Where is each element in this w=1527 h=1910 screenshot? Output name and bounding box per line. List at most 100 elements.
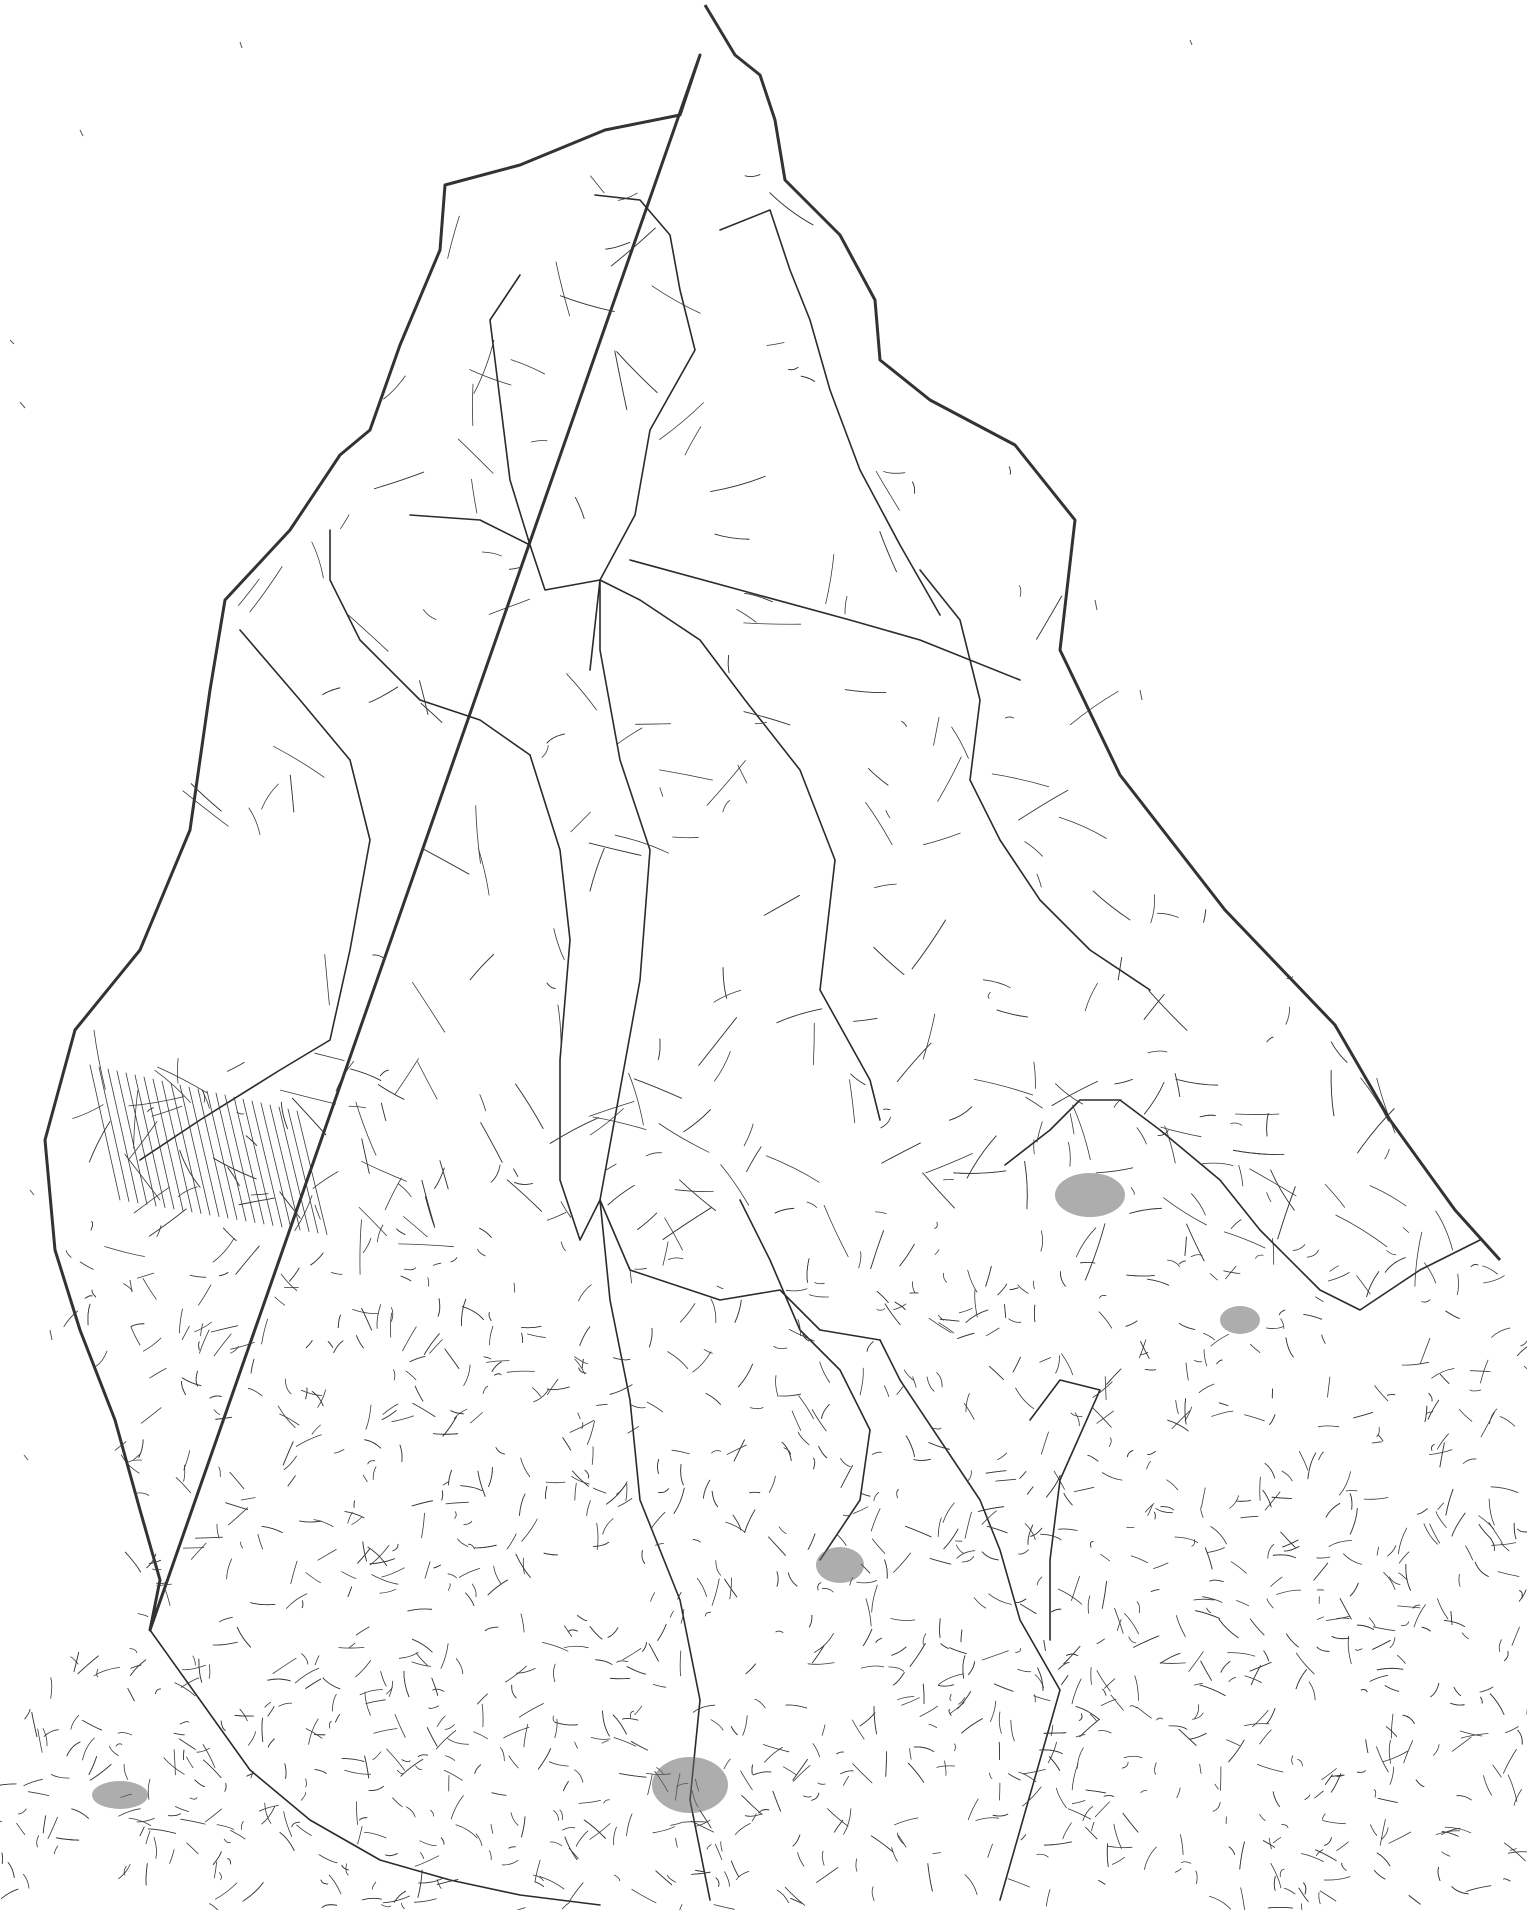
- parcel-line: [1357, 1108, 1395, 1154]
- parcel-line: [414, 1855, 440, 1867]
- parcel-line: [1295, 1652, 1315, 1675]
- parcel-line: [1238, 1165, 1244, 1187]
- parcel-line: [629, 1710, 635, 1718]
- parcel-line: [655, 1543, 664, 1546]
- parcel-line: [228, 1507, 248, 1526]
- parcel-line: [1286, 976, 1294, 980]
- parcel-line: [1490, 1538, 1495, 1551]
- parcel-line: [1451, 1886, 1469, 1895]
- parcel-line: [533, 1874, 544, 1882]
- parcel-line: [659, 787, 664, 797]
- parcel-line: [1284, 1887, 1296, 1895]
- parcel-line: [520, 1613, 525, 1633]
- parcel-line: [1199, 1763, 1202, 1774]
- parcel-line: [683, 1109, 711, 1133]
- parcel-line: [437, 1298, 441, 1317]
- parcel-line: [368, 1785, 384, 1791]
- parcel-line: [1330, 1070, 1335, 1117]
- parcel-line: [553, 928, 565, 960]
- parcel-line: [966, 1135, 997, 1179]
- parcel-line: [821, 1404, 830, 1419]
- parcel-line: [901, 720, 907, 727]
- parcel-line: [300, 1389, 323, 1396]
- parcel-line: [650, 1592, 655, 1602]
- parcel-line: [1343, 1553, 1362, 1565]
- parcel-line: [711, 1578, 720, 1606]
- parcel-line: [1355, 1648, 1363, 1651]
- parcel-line: [213, 1333, 232, 1357]
- parcel-line: [1147, 1050, 1168, 1054]
- parcel-line: [1063, 1493, 1073, 1506]
- parcel-line: [746, 1146, 762, 1172]
- parcel-line: [196, 1747, 210, 1753]
- parcel-line: [480, 1122, 503, 1163]
- parcel-line: [353, 1500, 355, 1508]
- parcel-line: [1451, 1886, 1469, 1895]
- parcel-line: [626, 1666, 647, 1675]
- parcel-line: [1163, 1197, 1207, 1226]
- parcel-line: [616, 1481, 628, 1495]
- parcel-line: [442, 1481, 450, 1486]
- parcel-line: [584, 1469, 590, 1479]
- parcel-line: [896, 1489, 899, 1499]
- parcel-line: [807, 1533, 816, 1550]
- parcel-line: [444, 1348, 460, 1369]
- parcel-line: [264, 1702, 272, 1708]
- parcel-line: [182, 790, 229, 827]
- parcel-line: [1033, 1695, 1051, 1701]
- parcel-line: [447, 215, 460, 259]
- parcel-line: [465, 1592, 475, 1606]
- parcel-line: [1220, 1661, 1231, 1673]
- parcel-line: [637, 1212, 658, 1230]
- parcel-line: [1369, 1674, 1388, 1682]
- parcel-line: [1043, 1640, 1046, 1651]
- parcel-line: [1191, 1193, 1206, 1216]
- parcel-line: [658, 1123, 710, 1153]
- parcel-line: [356, 1801, 358, 1825]
- parcel-line: [818, 1445, 828, 1459]
- parcel-line: [126, 1459, 142, 1464]
- parcel-line: [181, 1325, 190, 1341]
- parcel-line: [939, 1318, 960, 1322]
- parcel-line: [949, 1106, 973, 1121]
- parcel-line: [1303, 1314, 1323, 1320]
- parcel-line: [1202, 1596, 1223, 1603]
- parcel-line: [967, 1798, 979, 1821]
- parcel-line: [1084, 1223, 1106, 1281]
- parcel-line: [1504, 1842, 1526, 1862]
- parcel-line: [1015, 1648, 1022, 1653]
- parcel-line: [1370, 1824, 1378, 1836]
- parcel-line: [137, 1613, 149, 1617]
- parcel-line: [541, 745, 549, 758]
- parcel-line: [27, 1791, 50, 1796]
- parcel-line: [575, 497, 585, 519]
- parcel-line: [393, 1890, 407, 1903]
- parcel-line: [978, 1506, 1004, 1512]
- parcel-line: [346, 613, 389, 652]
- parcel-line: [364, 1691, 371, 1716]
- parcel-line: [533, 1388, 550, 1403]
- parcel-line: [570, 811, 591, 833]
- parcel-line: [616, 1660, 629, 1663]
- parcel-line: [596, 1403, 608, 1406]
- parcel-line: [1503, 1749, 1517, 1774]
- parcel-line: [283, 1811, 293, 1837]
- parcel-line: [1491, 1542, 1517, 1546]
- parcel-line: [1228, 1676, 1236, 1683]
- parcel-line: [1033, 1280, 1035, 1290]
- parcel-line: [745, 1663, 756, 1675]
- parcel-line: [809, 1614, 813, 1628]
- parcel-line: [1445, 1488, 1454, 1516]
- parcel-line: [569, 1420, 595, 1433]
- parcel-line: [1398, 1572, 1408, 1581]
- parcel-line: [202, 1090, 205, 1103]
- parcel-line: [897, 1696, 915, 1701]
- parcel-line: [1194, 1704, 1200, 1719]
- parcel-line: [474, 1544, 497, 1549]
- parcel-line: [670, 1822, 682, 1826]
- parcel-line: [1176, 1615, 1186, 1638]
- parcel-line: [927, 1863, 933, 1892]
- parcel-line: [1136, 1601, 1140, 1614]
- parcel-line: [821, 1404, 830, 1419]
- parcel-line: [71, 1808, 89, 1819]
